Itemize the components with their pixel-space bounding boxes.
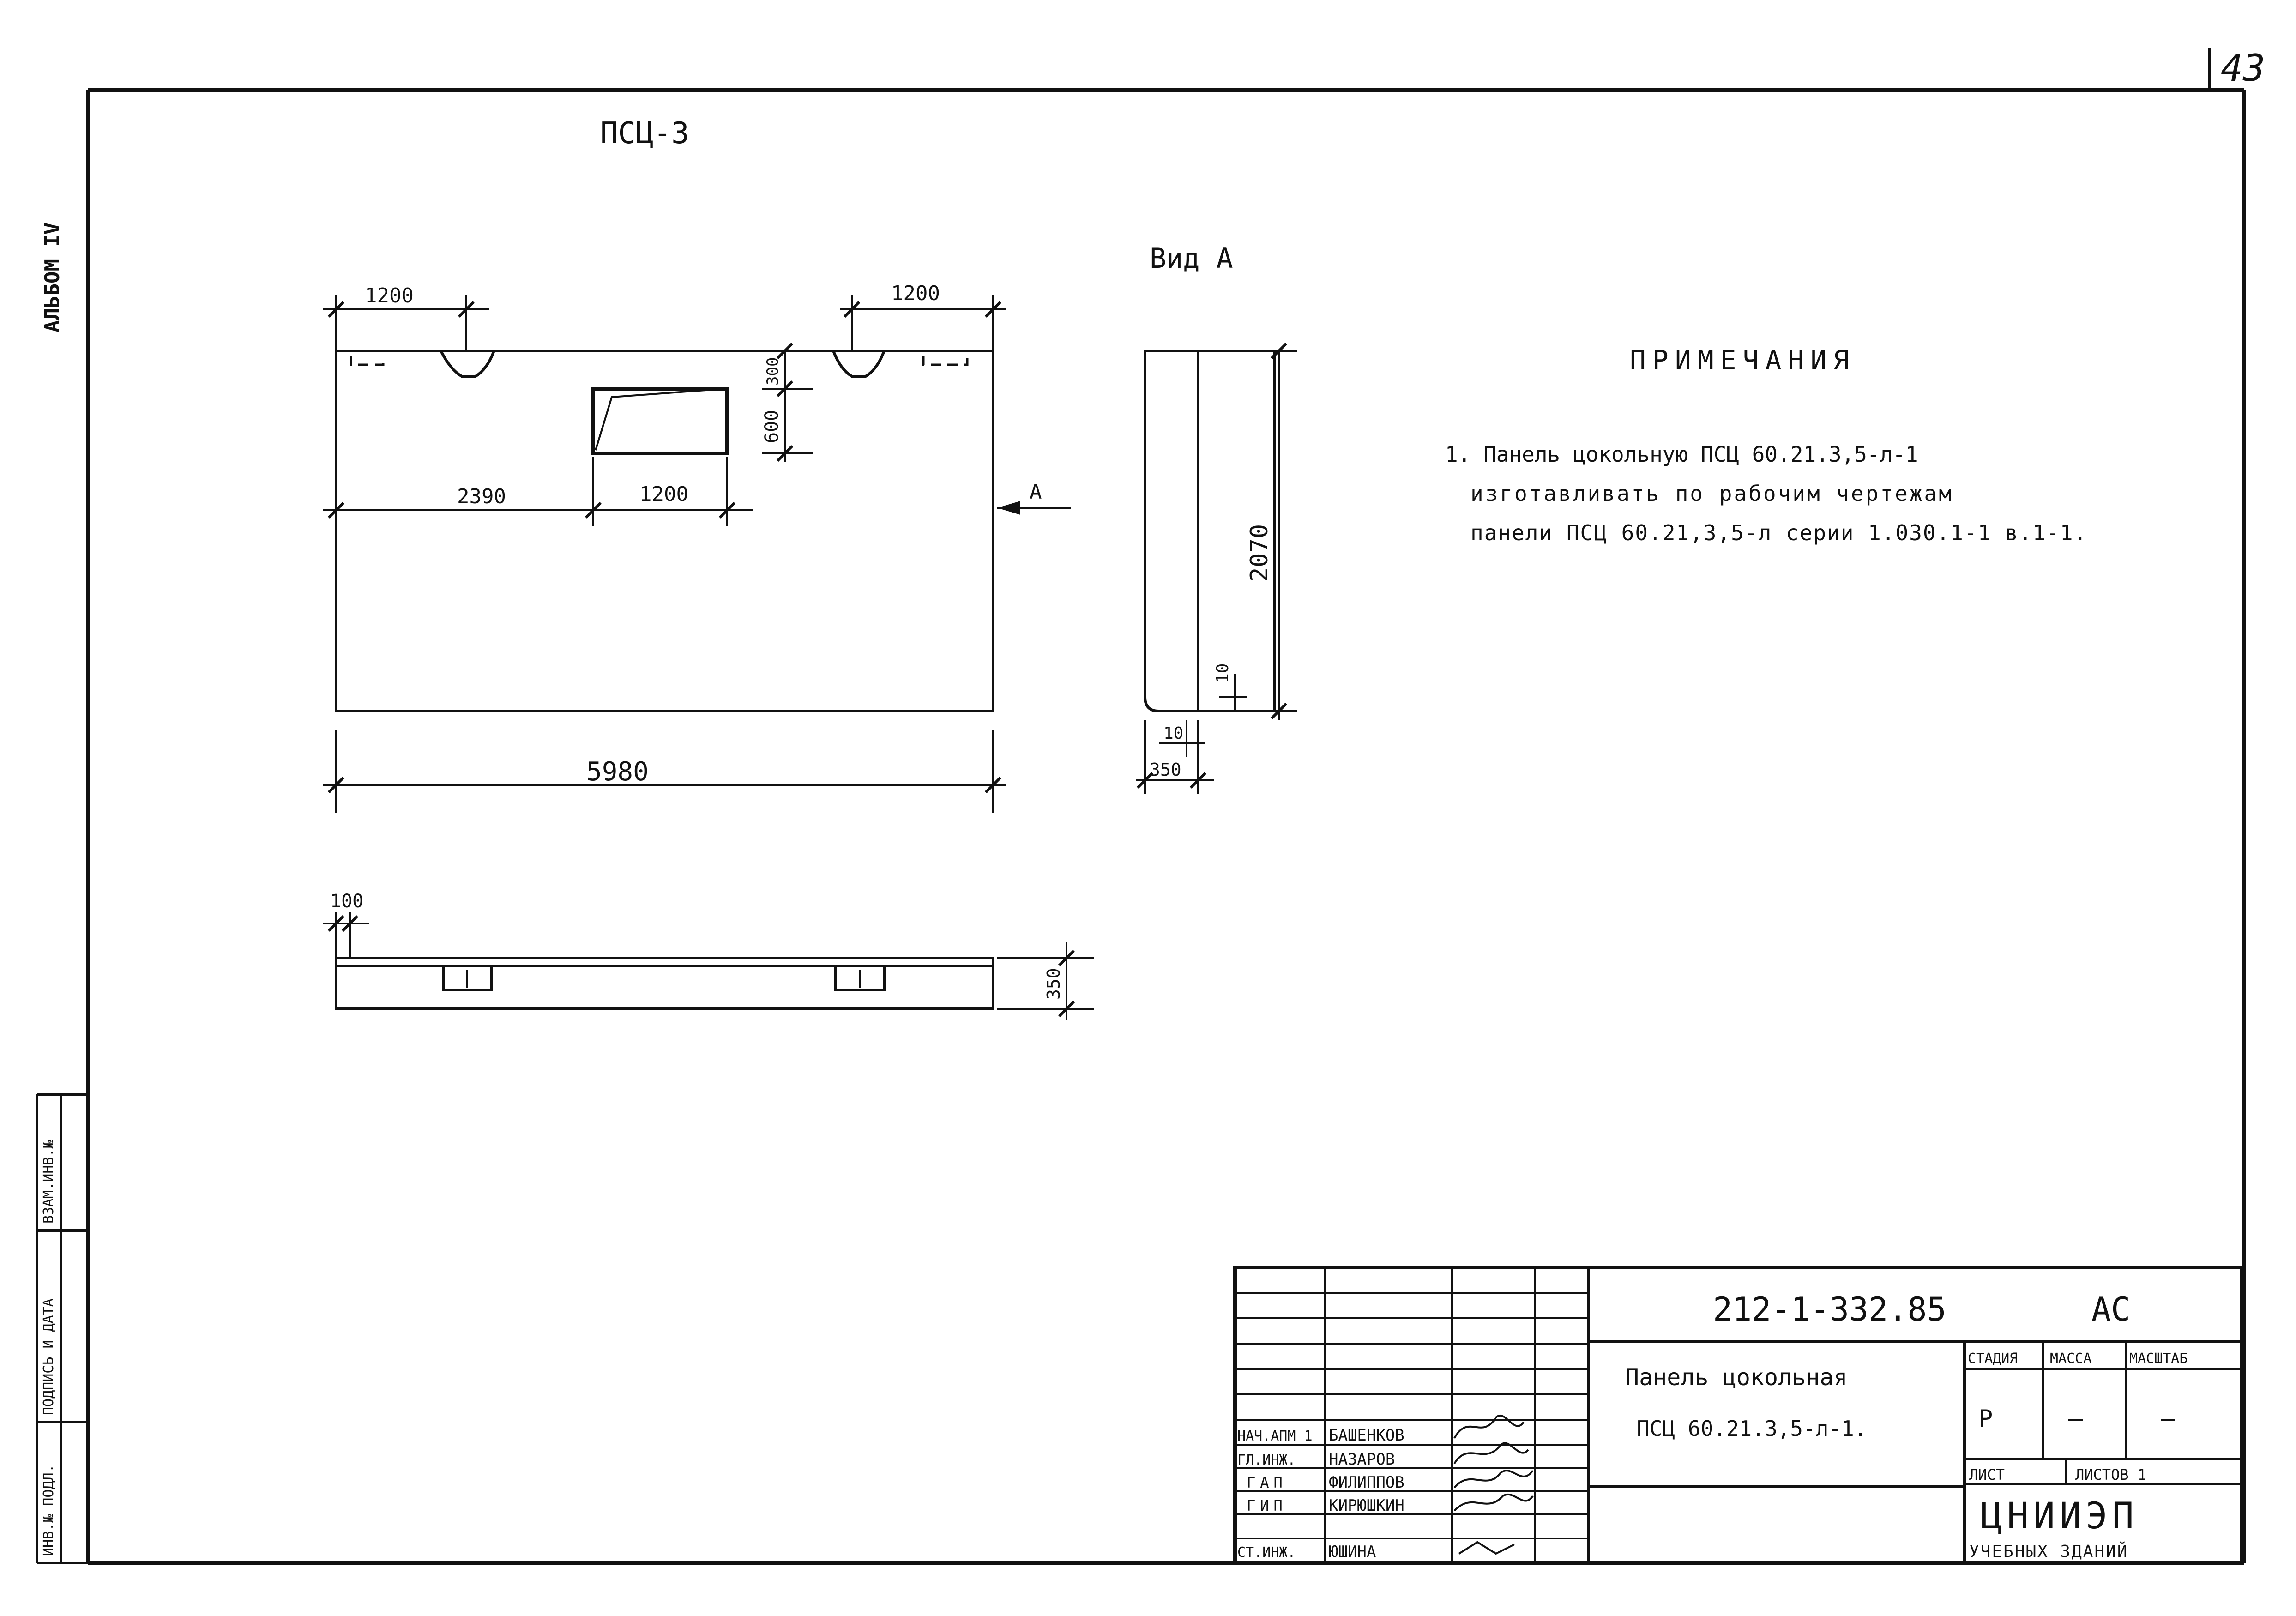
notes-line-2: изготавливать по рабочим чертежам: [1470, 481, 1953, 506]
dim-top-right: [840, 295, 1006, 351]
signer-role-1: НАЧ.АПМ 1: [1237, 1428, 1313, 1444]
notes-heading: ПРИМЕЧАНИЯ: [1630, 344, 1856, 376]
header-mass: МАССА: [2050, 1351, 2091, 1367]
drawing-name-line1: Панель цокольная: [1625, 1364, 1848, 1391]
dim-total-length: [323, 730, 1006, 813]
signer-name-5: ЮШИНА: [1329, 1543, 1376, 1561]
section-marker: А: [1030, 480, 1042, 504]
signer-role-5: СТ.ИНЖ.: [1237, 1544, 1296, 1561]
album-label: АЛЬБОМ IV: [41, 223, 64, 332]
dim-plan-thickness-value: 350: [1043, 968, 1064, 1000]
stamp-inv-podl: ИНВ.№ ПОДЛ.: [41, 1464, 57, 1556]
panel-elevation: [335, 350, 994, 712]
dim-chamfer-h-value: 10: [1163, 724, 1183, 743]
dim-plan-edge-value: 100: [330, 891, 363, 912]
dim-chamfer-v-value: 10: [1213, 663, 1232, 683]
sheet-frame: [86, 48, 2246, 1565]
dim-opening-vertical: [762, 342, 813, 462]
dim-opening-width-value: 1200: [639, 482, 688, 506]
signer-name-2: НАЗАРОВ: [1329, 1450, 1395, 1469]
signer-name-4: КИРЮШКИН: [1329, 1496, 1404, 1515]
left-stamp: [36, 1093, 88, 1564]
signer-name-1: БАШЕНКОВ: [1329, 1426, 1404, 1445]
dim-opening-horizontal: [323, 457, 753, 526]
org-name: ЦНИИЭП: [1981, 1495, 2139, 1537]
signer-role-2: ГЛ.ИНЖ.: [1237, 1452, 1296, 1468]
stage-value: Р: [1978, 1405, 1993, 1433]
signer-role-4: ГИП: [1247, 1497, 1287, 1514]
signature-marks: [1453, 1414, 1534, 1555]
dim-top-left-value: 1200: [365, 284, 414, 308]
panel-plan: [323, 912, 1094, 1020]
header-scale: МАСШТАБ: [2129, 1351, 2188, 1367]
section-arrow: [997, 501, 1071, 515]
dim-thickness-value: 350: [1150, 760, 1181, 780]
drawing-name-line2: ПСЦ 60.21.3,5-л-1.: [1637, 1416, 1867, 1441]
header-stage: СТАДИЯ: [1968, 1351, 2018, 1367]
page-number: 43: [2221, 47, 2265, 90]
dim-opening-height-value: 600: [761, 410, 783, 443]
dim-offset-value: 2390: [457, 485, 506, 508]
title-block: [1233, 1266, 2243, 1565]
dim-height-value: 2070: [1246, 524, 1273, 582]
org-sub: УЧЕБНЫХ ЗДАНИЙ: [1969, 1542, 2128, 1561]
dim-top-right-value: 1200: [891, 282, 940, 305]
notes-line-1: 1. Панель цокольную ПСЦ 60.21.3,5-л-1: [1445, 442, 1918, 467]
signer-name-3: ФИЛИППОВ: [1329, 1473, 1404, 1492]
stamp-replaced-inv: ВЗАМ.ИНВ.№: [41, 1140, 57, 1224]
mass-value: —: [2068, 1405, 2083, 1433]
notes-line-3: панели ПСЦ 60.21,3,5-л серии 1.030.1-1 в…: [1470, 520, 2087, 545]
view-label: Вид А: [1150, 242, 1233, 275]
discipline-code: АС: [2091, 1290, 2130, 1328]
dim-opening-top-value: 300: [764, 357, 782, 386]
project-code: 212-1-332.85: [1713, 1290, 1946, 1328]
scale-value: —: [2161, 1405, 2175, 1433]
drawing-title: ПСЦ-3: [600, 116, 689, 151]
dim-top-left: [323, 295, 489, 351]
signer-role-3: ГАП: [1247, 1474, 1287, 1491]
view-a-section: [1136, 342, 1297, 794]
sheets-label: ЛИСТОВ 1: [2075, 1466, 2146, 1483]
stamp-signature-date: ПОДПИСЬ И ДАТА: [41, 1298, 57, 1415]
sheet-label: ЛИСТ: [1969, 1466, 2005, 1483]
dim-total-length-value: 5980: [586, 757, 649, 787]
